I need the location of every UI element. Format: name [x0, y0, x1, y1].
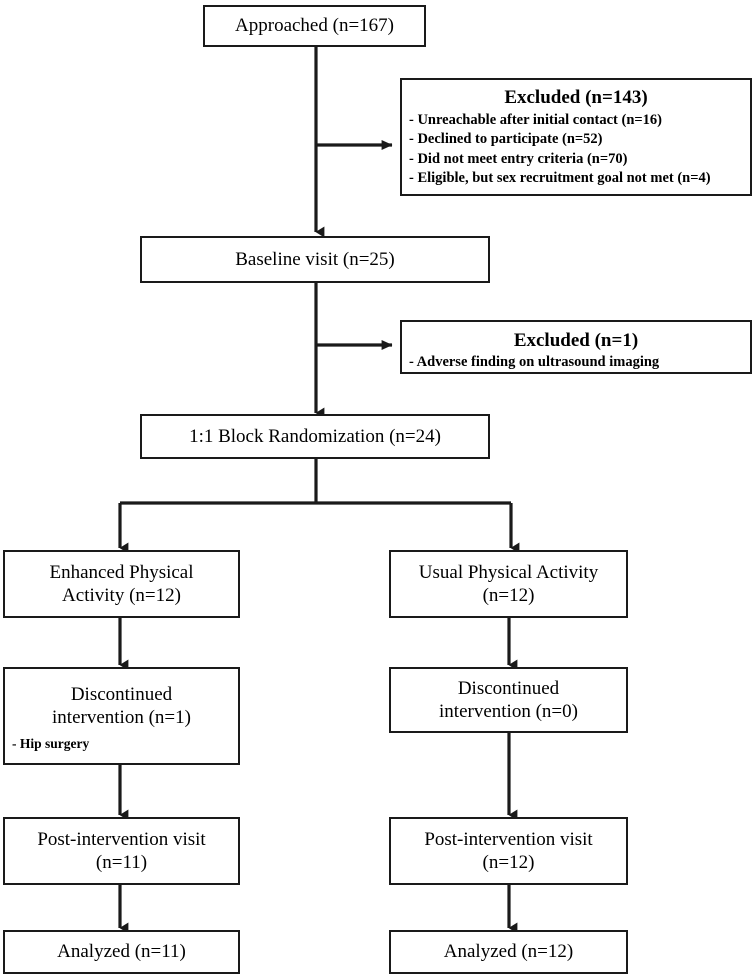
node-randomization-label: 1:1 Block Randomization (n=24)	[189, 425, 441, 447]
node-arm-enhanced-label: Enhanced Physical Activity (n=12)	[49, 561, 194, 606]
node-disc-enhanced: Discontinued intervention (n=1) - Hip su…	[3, 667, 240, 765]
node-excluded-screening: Excluded (n=143) - Unreachable after ini…	[400, 78, 752, 196]
node-post-enhanced-label: Post-intervention visit (n=11)	[37, 828, 206, 873]
node-approached-label: Approached (n=167)	[235, 15, 394, 37]
bullet-item: - Adverse finding on ultrasound imaging	[409, 354, 660, 371]
bullet-item: - Declined to participate (n=52)	[409, 131, 603, 148]
node-post-enhanced: Post-intervention visit (n=11)	[3, 817, 240, 885]
bullet-item: - Did not meet entry criteria (n=70)	[409, 150, 628, 167]
node-disc-usual: Discontinued intervention (n=0)	[389, 667, 628, 733]
node-analyzed-usual: Analyzed (n=12)	[389, 930, 628, 974]
node-baseline-visit: Baseline visit (n=25)	[140, 236, 490, 283]
node-excluded-baseline: Excluded (n=1) - Adverse finding on ultr…	[400, 320, 752, 374]
bullet-item: - Eligible, but sex recruitment goal not…	[409, 170, 711, 187]
node-excluded-baseline-label: Excluded (n=1)	[513, 330, 639, 351]
node-approached: Approached (n=167)	[203, 5, 426, 47]
bullet-item: - Hip surgery	[12, 736, 90, 752]
bullet-item: - Unreachable after initial contact (n=1…	[409, 112, 662, 129]
node-analyzed-enhanced: Analyzed (n=11)	[3, 930, 240, 974]
node-excluded-screening-bullets: - Unreachable after initial contact (n=1…	[402, 111, 750, 188]
node-analyzed-usual-label: Analyzed (n=12)	[443, 941, 574, 963]
node-excluded-screening-label: Excluded (n=143)	[504, 87, 648, 108]
node-disc-enhanced-bullets: - Hip surgery	[5, 735, 238, 753]
node-post-usual: Post-intervention visit (n=12)	[389, 817, 628, 885]
node-randomization: 1:1 Block Randomization (n=24)	[140, 414, 490, 459]
node-post-usual-label: Post-intervention visit (n=12)	[424, 828, 593, 873]
node-baseline-visit-label: Baseline visit (n=25)	[235, 248, 395, 270]
node-disc-usual-label: Discontinued intervention (n=0)	[439, 677, 578, 722]
node-arm-enhanced: Enhanced Physical Activity (n=12)	[3, 550, 240, 618]
node-arm-usual-label: Usual Physical Activity (n=12)	[418, 561, 599, 606]
node-analyzed-enhanced-label: Analyzed (n=11)	[57, 941, 186, 963]
node-arm-usual: Usual Physical Activity (n=12)	[389, 550, 628, 618]
node-disc-enhanced-label: Discontinued intervention (n=1)	[52, 684, 191, 729]
node-excluded-baseline-bullets: - Adverse finding on ultrasound imaging	[402, 353, 750, 372]
